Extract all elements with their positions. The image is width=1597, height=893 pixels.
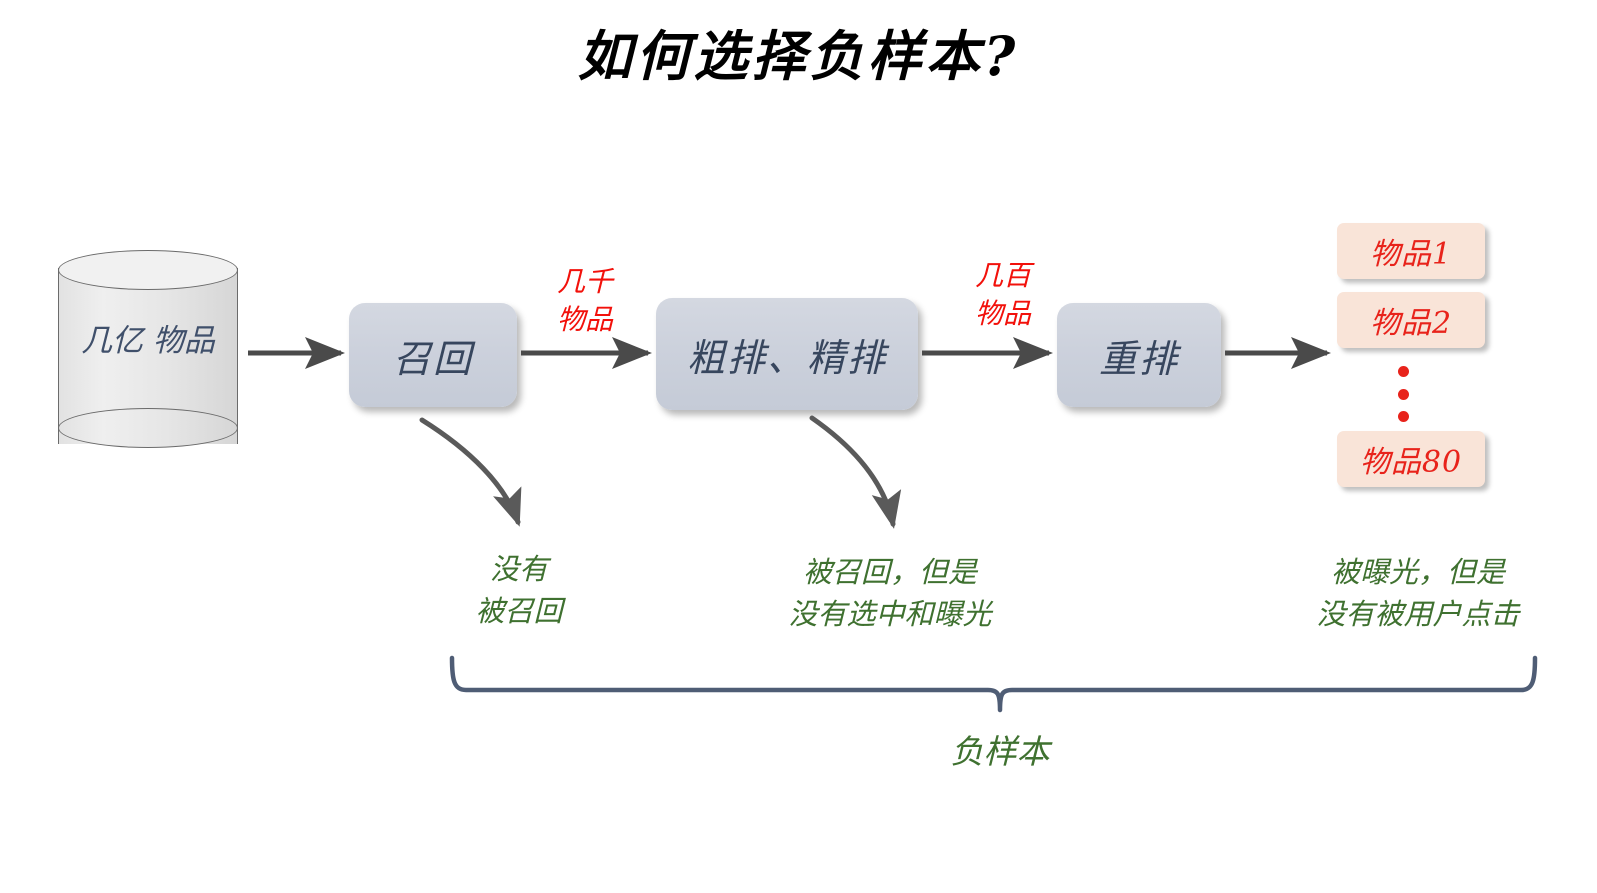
negative-sample-label: 负样本 <box>950 732 1050 771</box>
result-item-2[interactable]: 物品2 <box>1337 292 1485 348</box>
annotation-exposed-not-clicked: 被曝光，但是 没有被用户点击 <box>1316 555 1520 631</box>
cylinder-top-ellipse <box>58 250 238 290</box>
flow-label-hundreds: 几百 物品 <box>974 259 1031 330</box>
page-title: 如何选择负样本? <box>577 24 1020 88</box>
stage-box-recall[interactable]: 召回 <box>349 303 517 407</box>
stage-box-rank[interactable]: 粗排、精排 <box>656 298 918 410</box>
annotation-not-recalled: 没有 被召回 <box>475 552 563 628</box>
cylinder-bottom-ellipse <box>58 408 238 448</box>
stage-box-rerank[interactable]: 重排 <box>1057 303 1221 407</box>
negative-sample-brace <box>449 655 1538 713</box>
arrow-recall-dropout <box>419 417 522 527</box>
result-item-1[interactable]: 物品1 <box>1337 223 1485 279</box>
cylinder-label: 几亿 物品 <box>81 323 215 359</box>
annotation-recalled-not-exposed: 被召回，但是 没有选中和曝光 <box>788 555 992 631</box>
flow-label-thousands: 几千 物品 <box>556 265 613 336</box>
item-corpus-cylinder: 几亿 物品 <box>58 250 246 462</box>
result-item-80[interactable]: 物品80 <box>1337 431 1485 487</box>
vertical-dots-icon <box>1393 366 1413 422</box>
arrow-rank-dropout <box>809 415 902 529</box>
